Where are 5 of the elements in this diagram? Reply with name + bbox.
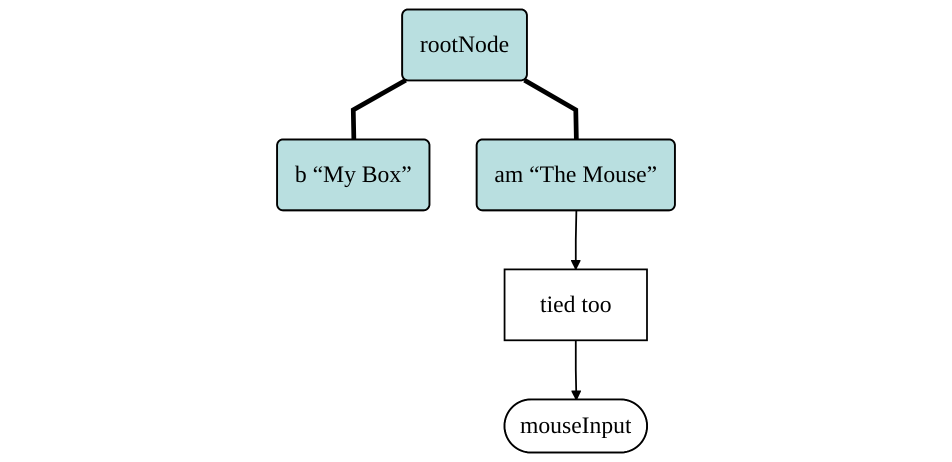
- connector: [523, 78, 579, 140]
- arrow: [570, 210, 581, 270]
- arrow: [570, 340, 582, 400]
- node-box: [504, 268, 648, 342]
- connector: [350, 78, 407, 140]
